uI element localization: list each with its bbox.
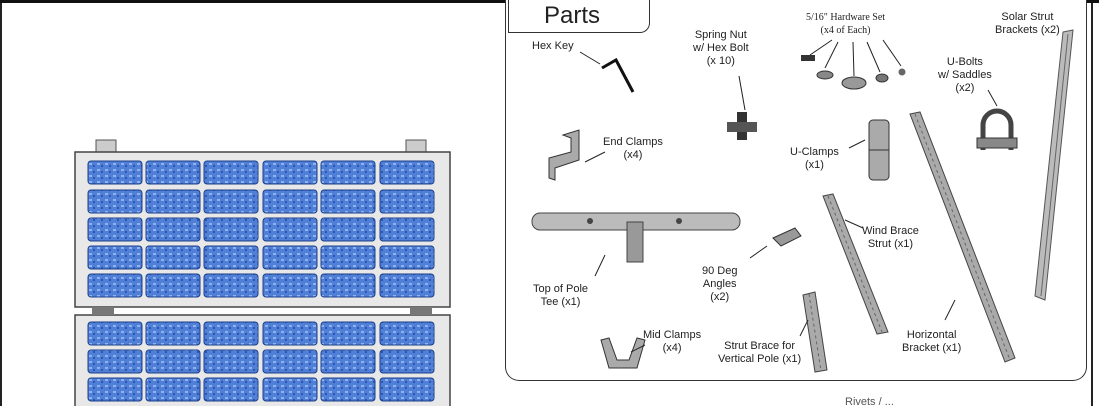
solar-cell (145, 189, 201, 214)
parts-title: Parts (544, 2, 601, 29)
mid-clamps-label: Mid Clamps(x4) (643, 329, 702, 354)
solar-strut-drawing (1034, 29, 1074, 301)
solar-cell (262, 245, 318, 270)
solar-panel-illustration (74, 139, 451, 406)
hardware-set-drawing (801, 39, 906, 90)
top-of-pole-tee-drawing (531, 212, 741, 277)
strut-brace-drawing (799, 291, 828, 373)
solar-cell (87, 273, 143, 298)
solar-cell (320, 189, 376, 214)
solar-cell (262, 273, 318, 298)
solar-panel-frames (74, 139, 451, 406)
solar-cell (87, 189, 143, 214)
solar-cell (203, 377, 259, 402)
solar-cell (320, 160, 376, 185)
solar-cell (87, 377, 143, 402)
solar-cell (87, 349, 143, 374)
solar-cell (145, 273, 201, 298)
solar-cell (262, 189, 318, 214)
solar-cell (379, 245, 435, 270)
hardware-set-label: 5/16" Hardware Set(x4 of Each) (806, 12, 886, 36)
solar-cell (145, 349, 201, 374)
solar-cell (320, 349, 376, 374)
hex-key-drawing (579, 51, 635, 93)
solar-cell (262, 160, 318, 185)
mid-clamp-drawing (600, 337, 646, 369)
solar-cell (379, 189, 435, 214)
solar-cell (145, 321, 201, 346)
solar-cell (87, 321, 143, 346)
hex-key-label: Hex Key (532, 40, 574, 52)
page-right-border (1091, 3, 1093, 406)
solar-cell (320, 377, 376, 402)
u-clamp-drawing (848, 119, 890, 181)
wind-brace-strut-drawing (822, 193, 889, 335)
solar-cell (145, 245, 201, 270)
solar-cell (379, 273, 435, 298)
solar-cell (203, 160, 259, 185)
hinge (92, 307, 114, 315)
solar-cell (379, 349, 435, 374)
solar-cell (203, 245, 259, 270)
solar-cell (145, 160, 201, 185)
end-clamps-label: End Clamps(x4) (603, 136, 663, 161)
u-clamps-label: U-Clamps(x1) (790, 146, 839, 171)
hinge (410, 307, 432, 315)
solar-cell (262, 377, 318, 402)
spring-nut-drawing (727, 75, 757, 140)
solar-cell (203, 273, 259, 298)
end-clamp-drawing (548, 129, 606, 181)
solar-cell (87, 217, 143, 242)
solar-cell (203, 189, 259, 214)
solar-cell (320, 321, 376, 346)
solar-cell (320, 245, 376, 270)
solar-cell (262, 349, 318, 374)
solar-cell (87, 160, 143, 185)
solar-cell (379, 377, 435, 402)
solar-cell (87, 245, 143, 270)
solar-cell (203, 349, 259, 374)
parts-title-tab (508, 0, 650, 33)
solar-cell (203, 217, 259, 242)
solar-cell (262, 321, 318, 346)
solar-cell (203, 321, 259, 346)
deg-angles-drawing (749, 227, 802, 259)
solar-cell (262, 217, 318, 242)
footer-partial-text: Rivets / ... (845, 396, 894, 408)
solar-cell (379, 160, 435, 185)
solar-cell (145, 217, 201, 242)
page-left-border (0, 3, 2, 406)
solar-cell (145, 377, 201, 402)
parts-illustrations (531, 29, 1074, 373)
solar-cell (379, 217, 435, 242)
u-bolt-drawing (976, 89, 1018, 150)
horizontal-bracket-drawing (909, 111, 1016, 363)
solar-cell (379, 321, 435, 346)
solar-cell (320, 273, 376, 298)
solar-cell (320, 217, 376, 242)
